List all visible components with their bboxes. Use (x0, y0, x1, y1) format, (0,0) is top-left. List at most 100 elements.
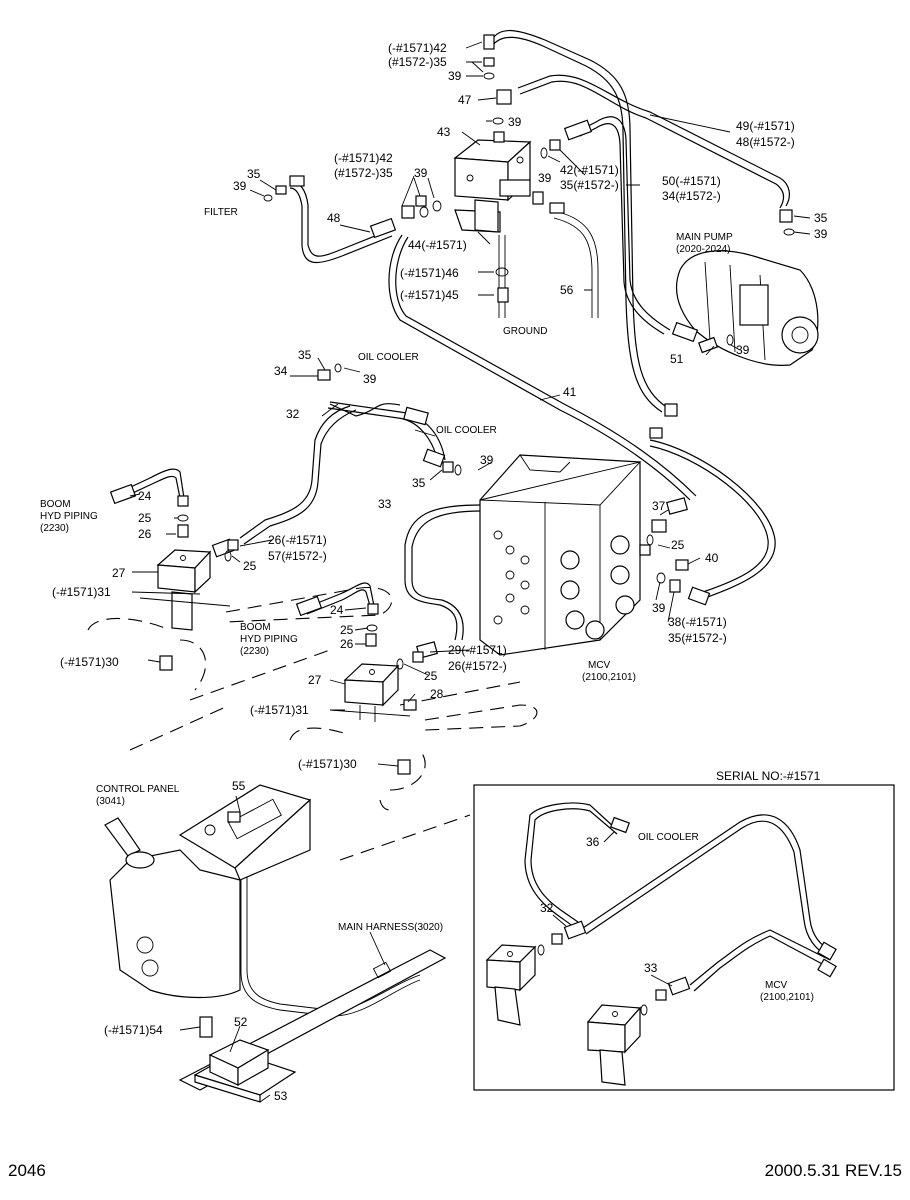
label-oil-cooler-2: OIL COOLER (436, 425, 497, 436)
label-28: 28 (430, 687, 444, 701)
label-32: 32 (286, 407, 300, 421)
label-control-panel: CONTROL PANEL (96, 784, 180, 795)
label-38: 38(-#1571) (668, 615, 727, 629)
label-26-d: 26(#1572-) (448, 659, 507, 673)
label-oil-cooler-1: OIL COOLER (358, 352, 419, 363)
label-oil-cooler-3: OIL COOLER (638, 832, 699, 843)
main-pump (675, 250, 819, 366)
label-29: 29(-#1571) (448, 643, 507, 657)
label-35-g: 35 (412, 476, 426, 490)
label-42-right: 42(-#1571) (560, 163, 619, 177)
label-39-d: 39 (538, 171, 552, 185)
label-51: 51 (670, 352, 684, 366)
label-57: 57(#1572-) (268, 549, 327, 563)
label-48: 48 (327, 211, 341, 225)
label-mcv-2-ref: (2100,2101) (760, 992, 814, 1003)
label-43: 43 (437, 125, 451, 139)
label-48-b: 48(#1572-) (736, 135, 795, 149)
label-39-top: 39 (448, 69, 462, 83)
label-36: 36 (586, 835, 600, 849)
label-30-a: (-#1571)30 (60, 655, 119, 669)
label-39-c: 39 (414, 166, 428, 180)
label-39-e: 39 (233, 179, 247, 193)
label-34: 34 (274, 364, 288, 378)
label-boom-2-b: HYD PIPING (240, 634, 298, 645)
dashed-boom-outlines (87, 586, 538, 861)
footer: 2046 2000.5.31 REV.15 (8, 1161, 902, 1180)
label-42-mid: (-#1571)42 (334, 151, 393, 165)
label-main-harness: MAIN HARNESS(3020) (338, 922, 443, 933)
label-boom-2-c: (2230) (240, 646, 269, 657)
revision-stamp: 2000.5.31 REV.15 (765, 1161, 902, 1180)
label-47: 47 (458, 93, 472, 107)
label-31-a: (-#1571)31 (52, 585, 111, 599)
label-56: 56 (560, 283, 574, 297)
label-main-pump: MAIN PUMP (676, 232, 733, 243)
control-panel (104, 784, 312, 999)
label-35-top: (#1572-)35 (388, 55, 447, 69)
label-24-b: 24 (330, 603, 344, 617)
label-35-e: 35 (814, 211, 828, 225)
label-27-b: 27 (308, 673, 322, 687)
label-serial: SERIAL NO:-#1571 (716, 769, 821, 783)
label-25-e: 25 (424, 669, 438, 683)
label-34-b: 34(#1572-) (662, 189, 721, 203)
label-35-h: 35(#1572-) (668, 631, 727, 645)
label-40: 40 (705, 551, 719, 565)
label-41: 41 (563, 385, 577, 399)
label-27-a: 27 (112, 566, 126, 580)
label-boom-1: BOOM (40, 499, 71, 510)
label-control-panel-ref: (3041) (96, 796, 125, 807)
label-46: (-#1571)46 (400, 266, 459, 280)
label-39-b: 39 (508, 115, 522, 129)
label-boom-1-c: (2230) (40, 523, 69, 534)
label-39-f: 39 (814, 227, 828, 241)
label-mcv-ref: (2100,2101) (582, 672, 636, 683)
label-42-top: (-#1571)42 (388, 41, 447, 55)
label-33-b: 33 (644, 961, 658, 975)
label-boom-2: BOOM (240, 622, 271, 633)
label-39-i: 39 (480, 453, 494, 467)
label-26-b: 26(-#1571) (268, 533, 327, 547)
label-mcv: MCV (588, 660, 611, 671)
label-26-a: 26 (138, 527, 152, 541)
label-37: 37 (652, 499, 666, 513)
label-boom-1-b: HYD PIPING (40, 511, 98, 522)
label-31-b: (-#1571)31 (250, 703, 309, 717)
label-49: 49(-#1571) (736, 119, 795, 133)
label-53: 53 (274, 1089, 288, 1103)
label-33: 33 (378, 497, 392, 511)
label-24-a: 24 (138, 489, 152, 503)
label-55: 55 (232, 779, 246, 793)
label-45: (-#1571)45 (400, 288, 459, 302)
label-39-j: 39 (652, 601, 666, 615)
label-35-right: 35(#1572-) (560, 178, 619, 192)
label-35-mid: (#1572-)35 (334, 166, 393, 180)
label-35-f: 35 (298, 348, 312, 362)
label-25-c: 25 (671, 538, 685, 552)
label-26-c: 26 (340, 637, 354, 651)
label-52: 52 (234, 1015, 248, 1029)
mcv-valve (479, 454, 642, 656)
box-27-lower (329, 663, 411, 722)
label-30-b: (-#1571)30 (298, 757, 357, 771)
serial-inset (473, 784, 895, 1091)
page-number: 2046 (8, 1161, 46, 1180)
label-35-d: 35 (247, 167, 261, 181)
label-25-b: 25 (243, 559, 257, 573)
part-labels: (-#1571)42 (#1572-)35 39 47 39 43 49(-#1… (40, 41, 828, 1103)
label-39-g: 39 (736, 343, 750, 357)
label-filter: FILTER (204, 207, 238, 218)
label-50: 50(-#1571) (662, 174, 721, 188)
fittings (109, 34, 837, 1016)
label-32-b: 32 (540, 901, 554, 915)
label-mcv-2: MCV (765, 980, 788, 991)
label-54: (-#1571)54 (104, 1023, 163, 1037)
label-main-pump-ref: (2020-2024) (676, 244, 730, 255)
label-ground: GROUND (503, 326, 547, 337)
label-39-h: 39 (363, 372, 377, 386)
label-25-a: 25 (138, 511, 152, 525)
box-27-upper (139, 549, 231, 631)
